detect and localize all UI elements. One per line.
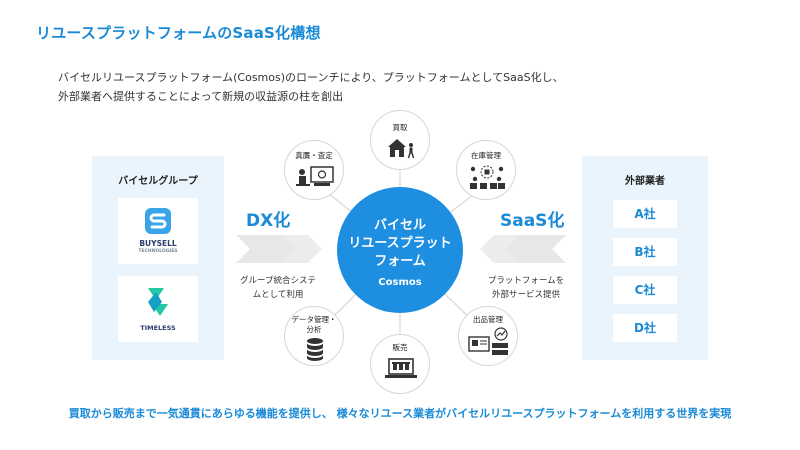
timeless-logo-icon <box>148 288 168 316</box>
hub-line-3: フォーム <box>374 254 426 269</box>
dx-label: DX化 <box>246 211 291 231</box>
left-flow-arrow <box>236 235 322 263</box>
database-icon <box>307 338 323 361</box>
dx-desc-line-2: ムとして利用 <box>252 290 304 300</box>
buysell-logo-icon <box>145 208 171 234</box>
node-inventory-label: 在庫管理 <box>471 151 501 160</box>
platform-hub: バイセル リユースプラット フォーム Cosmos <box>337 187 463 313</box>
dx-description: グループ統合システ ムとして利用 <box>228 274 328 302</box>
appraisal-desk-icon <box>296 166 334 186</box>
page-title: リユースプラットフォームのSaaS化構想 <box>36 24 321 42</box>
company-c: C社 <box>613 276 677 304</box>
buysell-caption: BUYSELL <box>139 239 177 248</box>
lead-text: バイセルリユースプラットフォーム(Cosmos)のローンチにより、プラットフォー… <box>58 68 564 106</box>
group-panel: バイセルグループ BUYSELL TECHNOLOGIES TIMELESS <box>92 156 224 360</box>
listing-dashboard-icon <box>468 327 508 355</box>
node-data-label-line-1: データ管理・ <box>291 315 337 324</box>
hub-line-2: リユースプラット <box>348 236 452 251</box>
group-panel-title: バイセルグループ <box>118 176 198 187</box>
node-inventory: 在庫管理 <box>456 140 516 200</box>
footer-statement: 買取から販売まで一気通貫にあらゆる機能を提供し、 様々なリユース業者がバイセルリ… <box>68 407 732 420</box>
company-b: B社 <box>613 238 677 266</box>
node-appraisal-label: 真贋・査定 <box>295 151 333 160</box>
buysell-sub-caption: TECHNOLOGIES <box>138 249 178 254</box>
dx-desc-line-1: グループ統合システ <box>240 276 316 286</box>
saas-desc-line-1: プラットフォームを <box>487 276 565 286</box>
node-listing: 出品管理 <box>458 306 518 366</box>
buysell-logo-card: BUYSELL TECHNOLOGIES <box>118 198 198 264</box>
node-data: データ管理・ 分析 <box>284 306 344 366</box>
node-sales: 販売 <box>370 334 430 394</box>
company-a: A社 <box>613 200 677 228</box>
house-person-icon <box>388 139 415 159</box>
external-panel: 外部業者 A社 B社 C社 D社 <box>582 156 708 360</box>
node-sales-label: 販売 <box>392 343 408 352</box>
timeless-caption: TIMELESS <box>140 324 176 332</box>
lead-line-2: 外部業者へ提供することによって新規の収益源の柱を創出 <box>58 90 344 103</box>
lead-line-1: バイセルリユースプラットフォーム(Cosmos)のローンチにより、プラットフォー… <box>58 71 564 84</box>
saas-label: SaaS化 <box>500 211 565 231</box>
node-purchase-label: 買取 <box>392 123 408 132</box>
node-listing-label: 出品管理 <box>473 315 503 324</box>
saas-description: プラットフォームを 外部サービス提供 <box>476 274 576 302</box>
saas-desc-line-2: 外部サービス提供 <box>491 290 560 300</box>
laptop-shop-icon <box>385 358 417 378</box>
hub-line-1: バイセル <box>373 218 426 233</box>
node-appraisal: 真贋・査定 <box>284 140 344 200</box>
hub-sub-label: Cosmos <box>378 277 422 288</box>
right-flow-arrow <box>480 235 566 263</box>
warehouse-network-icon <box>470 165 505 189</box>
node-data-label: データ管理・ 分析 <box>285 315 343 335</box>
company-d: D社 <box>613 314 677 342</box>
timeless-logo-card: TIMELESS <box>118 276 198 342</box>
node-purchase: 買取 <box>370 110 430 170</box>
node-data-label-line-2: 分析 <box>306 325 322 334</box>
external-panel-title: 外部業者 <box>625 176 665 187</box>
